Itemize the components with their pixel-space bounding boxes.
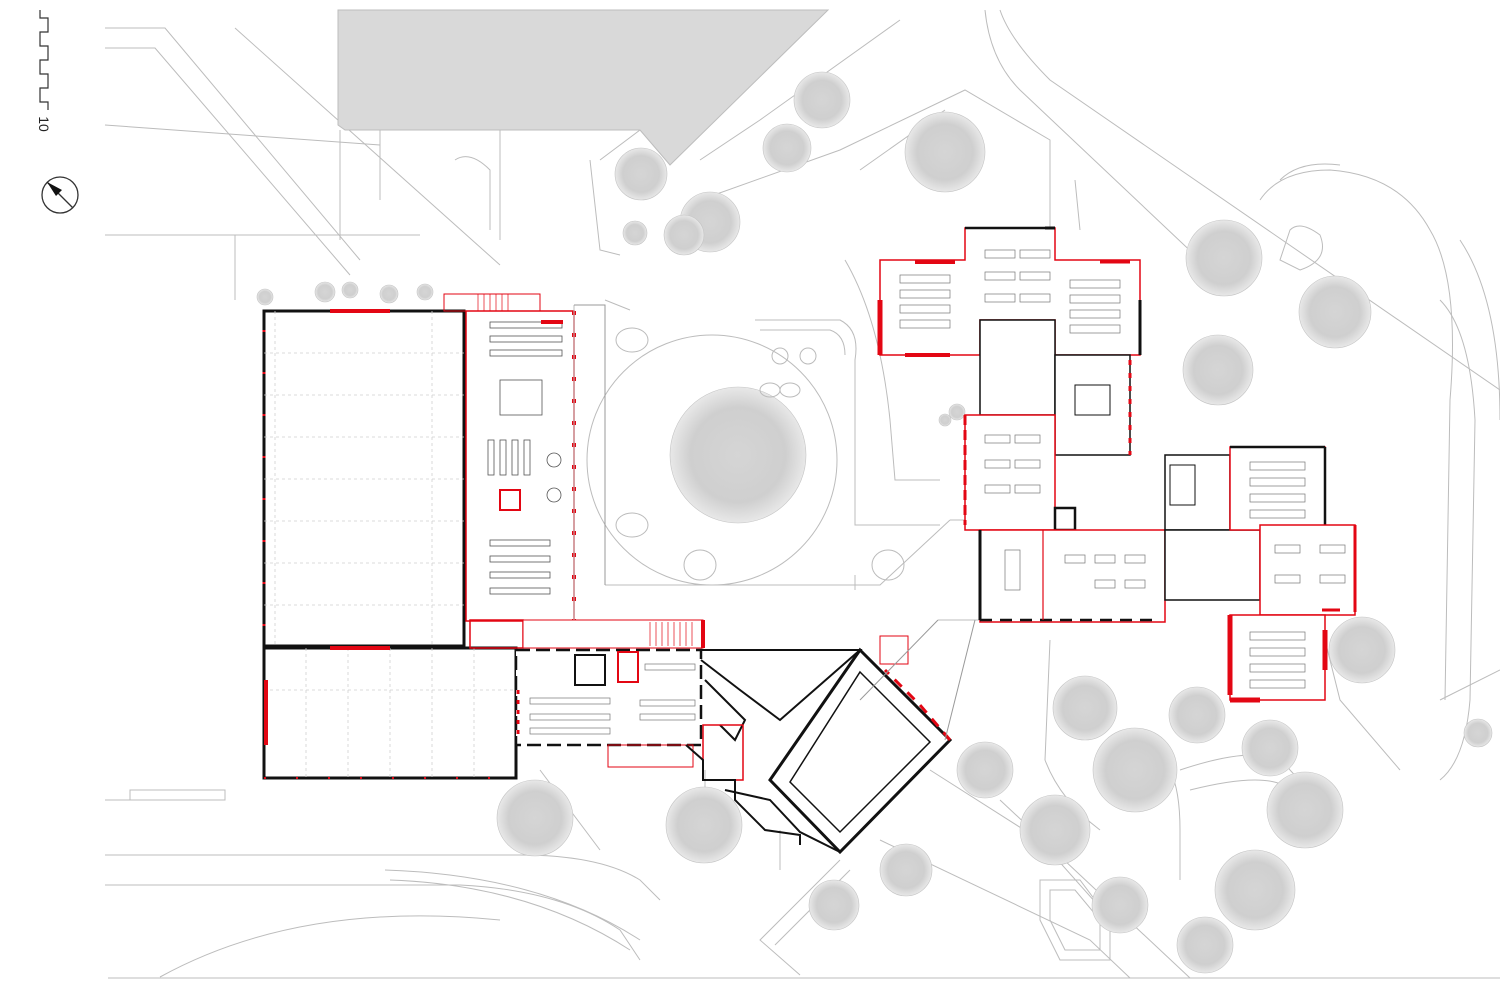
site-paths <box>859 619 976 741</box>
tree <box>1214 849 1296 931</box>
tree <box>1328 616 1396 684</box>
gymnasium <box>262 646 518 780</box>
tree <box>1052 675 1118 741</box>
tree <box>379 284 399 304</box>
tree <box>1091 876 1149 934</box>
sports-hall <box>262 309 466 648</box>
north-arrow-icon <box>41 176 79 214</box>
tree <box>762 123 812 173</box>
tree <box>614 147 668 201</box>
tree <box>904 111 986 193</box>
stair-core <box>685 649 863 845</box>
tree <box>663 214 705 256</box>
tree <box>948 403 966 421</box>
classroom-west <box>963 414 1077 532</box>
tree <box>1182 334 1254 406</box>
tree <box>1266 771 1344 849</box>
neighbor-building <box>337 9 830 166</box>
classroom-cluster-north <box>877 226 1142 357</box>
tree <box>665 786 743 864</box>
tree <box>622 220 648 246</box>
tree <box>956 741 1014 799</box>
scale-bar <box>39 10 49 110</box>
tree <box>1168 686 1226 744</box>
tree <box>314 281 336 303</box>
tree <box>341 281 359 299</box>
classroom-east-north <box>1229 445 1327 531</box>
site-furniture <box>615 327 905 581</box>
tree <box>669 386 807 524</box>
circulation-core-east <box>1164 454 1261 601</box>
tree <box>1176 916 1234 974</box>
tree <box>496 779 574 857</box>
auditorium <box>724 635 953 855</box>
tree <box>1185 219 1263 297</box>
learning-hall <box>978 529 1166 623</box>
tree <box>879 843 933 897</box>
corridor-link <box>522 304 705 649</box>
cafeteria <box>514 648 703 768</box>
tree <box>793 71 851 129</box>
tree <box>1019 794 1091 866</box>
tree <box>1298 275 1372 349</box>
tree <box>1241 719 1299 777</box>
tree <box>938 413 952 427</box>
classroom-east-south <box>1227 614 1328 703</box>
tree <box>416 283 434 301</box>
circulation-core-north <box>979 319 1132 456</box>
tree <box>1463 718 1493 748</box>
classroom-east-middle <box>1259 524 1357 616</box>
tree <box>808 879 860 931</box>
trees <box>256 71 1493 974</box>
tree <box>256 288 274 306</box>
tree <box>1092 727 1178 813</box>
